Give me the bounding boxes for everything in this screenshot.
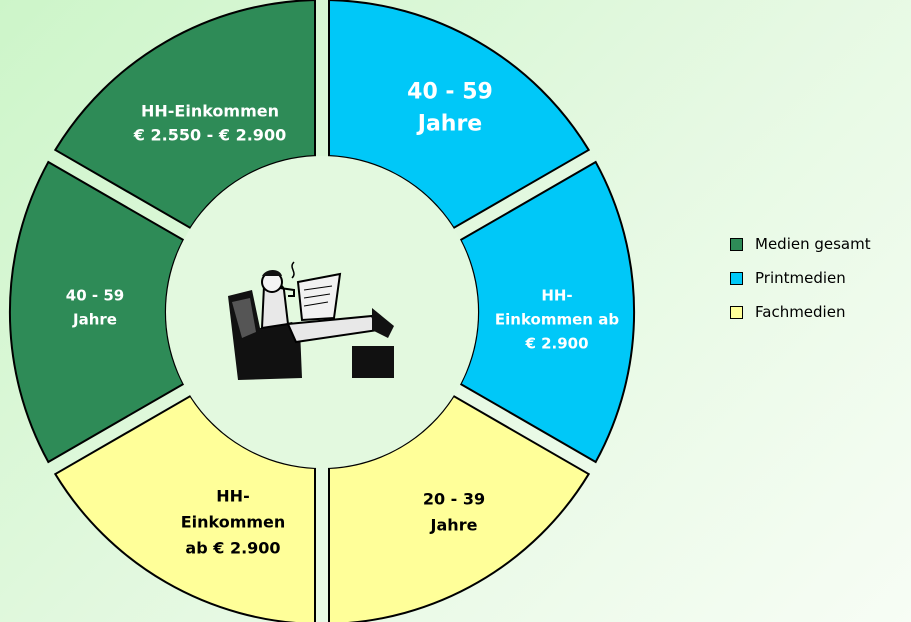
- segment-left: [8, 160, 185, 464]
- legend-item-fachmedien: Fachmedien: [730, 300, 871, 324]
- segment-label-line: Jahre: [416, 112, 482, 137]
- segment-label-line: 40 - 59: [66, 286, 124, 304]
- segment-label-top-right: 40 - 59 Jahre: [407, 80, 493, 137]
- segment-label-bottom-right: 20 - 39 Jahre: [423, 490, 485, 535]
- legend: Medien gesamt Printmedien Fachmedien: [730, 232, 871, 334]
- legend-swatch-fachmedien: [730, 305, 743, 319]
- segment-label-left: 40 - 59 Jahre: [66, 286, 124, 328]
- man-reading-newspaper-icon: [228, 261, 394, 380]
- segment-label-line: Einkommen ab: [495, 310, 619, 328]
- segment-top-left: [53, 0, 316, 230]
- segment-label-line: 20 - 39: [423, 490, 485, 509]
- legend-item-printmedien: Printmedien: [730, 266, 871, 290]
- segment-top-right: [328, 0, 591, 230]
- segment-label-line: Jahre: [430, 516, 478, 535]
- segment-label-right: HH- Einkommen ab € 2.900: [495, 286, 619, 352]
- legend-swatch-medien-gesamt: [730, 237, 743, 251]
- segment-label-line: 40 - 59: [407, 80, 493, 105]
- segment-label-line: € 2.900: [524, 334, 588, 352]
- legend-item-medien-gesamt: Medien gesamt: [730, 232, 871, 256]
- segment-label-line: € 2.550 - € 2.900: [133, 126, 286, 145]
- segment-right: [459, 160, 636, 464]
- segment-label-bottom-left: HH- Einkommen ab € 2.900: [181, 487, 286, 558]
- segment-bottom-left: [53, 394, 316, 622]
- segment-label-line: HH-Einkommen: [141, 102, 279, 121]
- segment-label-line: Jahre: [72, 310, 117, 328]
- legend-label: Printmedien: [755, 269, 846, 287]
- segment-label-line: HH-: [216, 487, 249, 506]
- legend-swatch-printmedien: [730, 271, 743, 285]
- segment-label-line: HH-: [541, 286, 572, 304]
- legend-label: Fachmedien: [755, 303, 846, 321]
- segment-label-top-left: HH-Einkommen € 2.550 - € 2.900: [133, 102, 286, 145]
- segment-label-line: ab € 2.900: [185, 539, 280, 558]
- segment-label-line: Einkommen: [181, 513, 286, 532]
- legend-label: Medien gesamt: [755, 235, 871, 253]
- segment-bottom-right: [328, 394, 591, 622]
